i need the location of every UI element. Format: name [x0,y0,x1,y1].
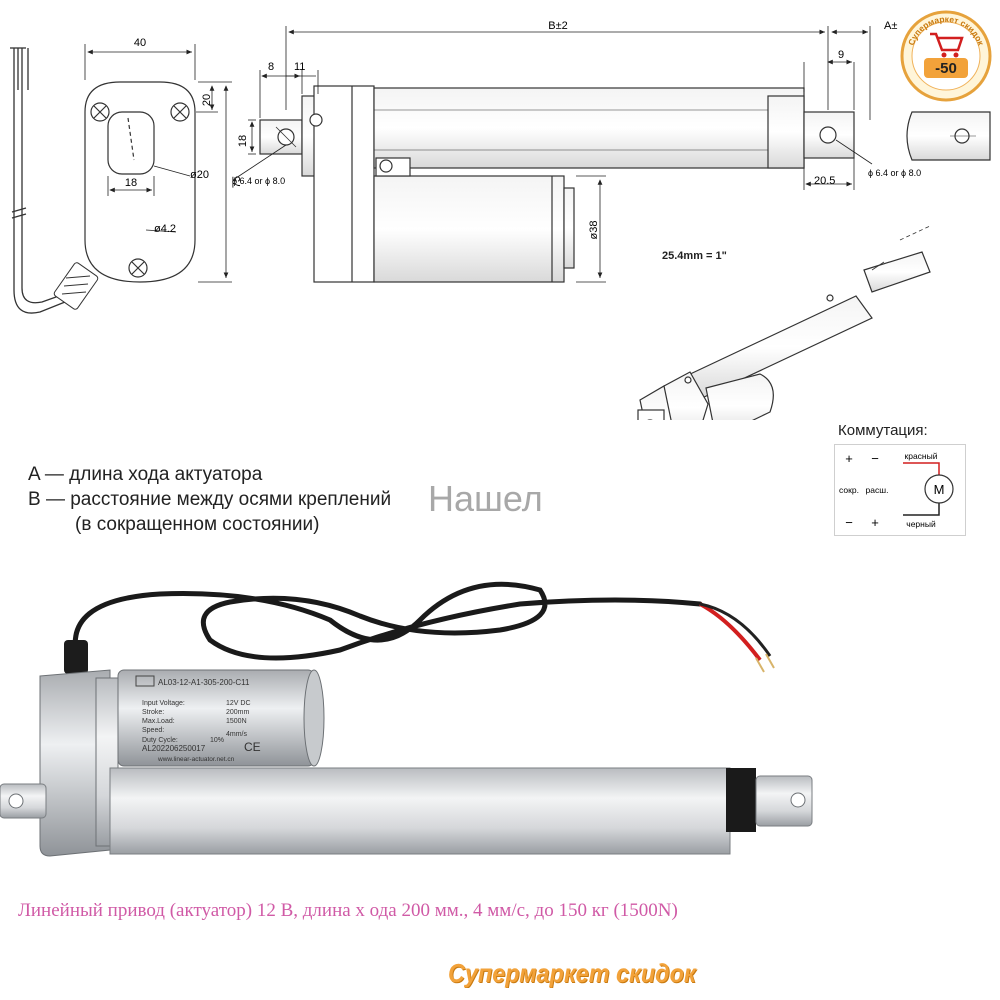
actuator-tube [109,767,731,855]
wiring-motor-label: M [934,482,945,497]
dim-40: 40 [134,37,146,49]
label-voltage-key: Input Voltage: [142,700,185,707]
label-stroke-key: Stroke: [142,709,164,716]
dim-18-side: 18 [237,135,249,147]
wiring-extend: расш. [866,485,889,495]
label-stroke: 200mm [226,709,250,716]
dim-hole-right: ϕ 6.4 or ϕ 8.0 [868,168,921,178]
rod-end [755,775,813,827]
label-duty: 10% [210,737,224,744]
label-model: AL03-12-A1-305-200-C11 [158,678,250,687]
cable-strain-relief [53,262,99,310]
product-illustration: AL03-12-A1-305-200-C11 Input Voltage: 12… [0,581,813,857]
label-serial: AL202206250017 [142,744,206,753]
dim-75: 75 [231,176,243,188]
dim-phi38: ø38 [588,221,600,240]
label-load-key: Max.Load: [142,718,175,725]
rod-mounting-hole [790,792,806,808]
label-speed-key: Speed: [142,727,164,734]
label-speed: 4mm/s [226,731,248,738]
isometric-guides [871,225,931,271]
watermark: Нашел [428,478,543,519]
technical-drawing: 40 20 75 18 ø20 ø4.2 [10,20,991,420]
tube-end-cap [726,768,756,832]
wiring-plus-top: + [845,451,853,466]
rod-end-detail [906,111,991,161]
badge-discount: -50 [935,60,957,77]
legend-a: A — длина хода актуатора [28,464,263,485]
power-cable [72,581,703,663]
dim-11: 11 [294,61,305,73]
red-wire [699,602,762,662]
dim-18-slot: 18 [125,177,137,189]
dim-8: 8 [268,61,274,73]
wiring-black-wire [903,503,940,516]
dim-20: 20 [201,94,213,106]
dim-20-5: 20.5 [814,175,835,187]
dim-hole-left: ϕ 6.4 or ϕ 8.0 [232,176,285,186]
legend-b-sub: (в сокращенном состоянии) [75,514,320,535]
product-caption: Линейный привод (актуатор) 12 В, длина х… [18,900,678,921]
cable-wire [10,47,71,314]
wiring-schematic: + − − + сокр. расш. красный черный M [839,451,954,530]
store-badge: -50 Супермаркет скидок [900,10,992,102]
wiring-retract: сокр. [839,485,859,495]
conversion-note: 25.4mm = 1" [662,250,727,262]
label-load: 1500N [226,718,247,725]
dim-b: B±2 [548,20,568,32]
wiring-red-wire [903,462,940,475]
brand-logo-icon [135,675,155,687]
wiring-title: Коммутация: [838,422,928,439]
wiring-plus-bottom: + [871,515,879,530]
isometric-view [637,251,931,420]
front-view [84,81,196,283]
motor-icon [924,474,954,504]
dim-phi4-2: ø4.2 [154,223,176,235]
wiring-red-label: красный [905,451,938,461]
side-view [259,85,855,283]
label-voltage: 12V DC [226,700,251,707]
wiring-diagram: + − − + сокр. расш. красный черный M [834,444,966,536]
rear-mounting-hole [8,793,24,809]
label-website: www.linear-actuator.net.cn [157,756,235,763]
motor-cap [303,669,325,767]
wiring-black-label: черный [906,519,936,529]
side-view-dimensions [235,26,873,283]
store-name-bottom: Супермаркет скидок [448,958,696,988]
label-plate: AL03-12-A1-305-200-C11 Input Voltage: 12… [135,675,261,763]
wiring-minus-bottom: − [845,515,853,530]
legend-b: B — расстояние между осями креплений [28,489,392,510]
front-view-dimensions [84,44,232,283]
dim-a: A± [884,20,897,32]
dim-phi20: ø20 [190,169,209,181]
dim-9: 9 [838,49,844,61]
gearbox-housing [39,669,111,857]
wiring-minus-top: − [871,451,879,466]
black-wire [699,602,772,657]
label-duty-key: Duty Cycle: [142,737,178,744]
cable-gland [64,640,88,674]
cart-icon [930,32,964,58]
label-ce-mark: CE [244,740,261,754]
legend: A — длина хода актуатора B — расстояние … [28,462,391,537]
